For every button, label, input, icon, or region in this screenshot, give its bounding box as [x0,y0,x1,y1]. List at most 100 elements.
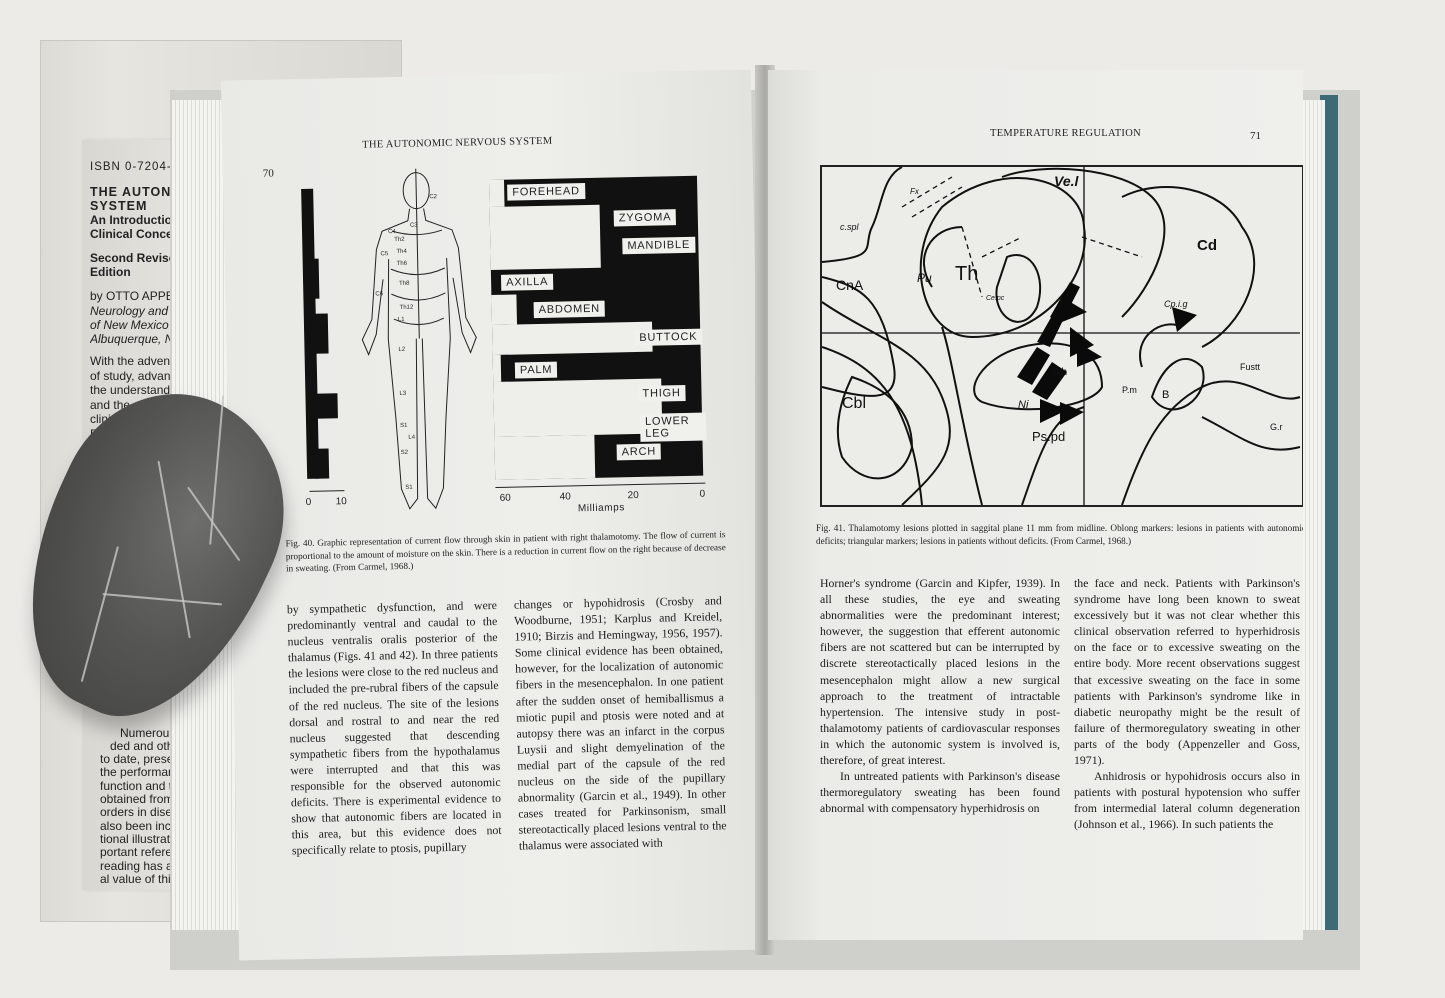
right-page-column-2: the face and neck. Patients with Parkins… [1074,575,1300,833]
chart-gap [492,354,502,383]
svg-text:S1: S1 [405,485,413,491]
right-page: TEMPERATURE REGULATION 71 [768,70,1303,940]
chart-gap [491,294,518,326]
tick-label: 60 [499,492,511,504]
label-c-spl: c.spl [840,222,859,232]
svg-text:L3: L3 [399,391,406,397]
running-head: THE AUTONOMIC NERVOUS SYSTEM [362,135,553,151]
jacket-affiliation-3: Albuquerque, Ne [90,332,181,346]
running-head: TEMPERATURE REGULATION [990,128,1141,139]
left-strip-bar [313,393,338,419]
svg-text:L2: L2 [398,347,405,353]
tick-label: 20 [627,489,639,502]
svg-text:Th4: Th4 [396,249,407,255]
jacket-isbn: ISBN 0-7204-0 [90,161,180,173]
blurb-line: also been incluc [100,818,187,833]
label-ni: Ni [1018,399,1029,411]
jacket-affiliation-1: Neurology and M [90,304,182,318]
stone-vein [158,460,191,639]
label-cna: CnA [836,277,864,293]
label-ve-l: Ve.l [1054,173,1079,189]
jacket-subtitle-1: An Introductio [90,213,172,227]
page-number: 71 [1250,130,1261,142]
blurb-line: to date, presenti [100,752,187,767]
paragraph: the face and neck. Patients with Parkins… [1074,576,1300,768]
blurb-line: function and the [100,778,186,793]
paragraph: by sympathetic dysfunction, and were pre… [286,597,502,858]
jacket-title-2: SYSTEM [90,199,148,213]
right-page-column-1: Horner's syndrome (Garcin and Kipfer, 19… [820,575,1060,816]
label-fustt: Fustt [1240,362,1261,372]
jacket-affiliation-2: of New Mexico [90,318,169,332]
svg-text:S2: S2 [401,450,409,456]
blurb-line: orders in disease [100,805,192,820]
milliamps-axis [495,482,706,488]
paragraph: Anhidrosis or hypohidrosis occurs also i… [1074,769,1300,832]
blurb-line: tional illustration [100,831,187,846]
chart-gap [492,321,653,356]
label-ce-pc: Ce.pc [986,295,1005,302]
blurb-line: of study, advanc [90,368,177,383]
label-fx: Fx [910,187,919,196]
blurb-line: the understanding [90,383,187,397]
label-p-m: P.m [1122,385,1137,395]
svg-text:Th6: Th6 [397,261,408,267]
chart-gap [489,204,601,271]
axis-title: Milliamps [577,502,626,515]
paragraph: In untreated patients with Parkinson's d… [820,769,1060,816]
region-label-axilla: AXILLA [500,273,554,291]
svg-text:Th12: Th12 [400,305,414,311]
blurb-line: reading has also [100,858,189,873]
label-cbl: Cbl [842,395,867,412]
svg-text:L4: L4 [408,435,415,441]
blurb-line: ded and oth [110,738,174,753]
label-ps-pd: Ps.pd [1032,429,1066,444]
label-sth: Sth [1052,367,1068,378]
svg-text:Th2: Th2 [394,237,405,243]
chart-gap [494,434,596,480]
figure-41: Ve.l Cd c.spl Fx Th Pu Ce.pc CnA Cp.i.g … [820,165,1303,507]
jacket-edition-1: Second Revisec [90,251,183,265]
svg-text:C3: C3 [410,223,418,229]
page-number: 70 [262,167,274,180]
paragraph: Horner's syndrome (Garcin and Kipfer, 19… [820,576,1060,768]
label-cp-i-g: Cp.i.g [1164,299,1188,309]
left-strip-bar [314,448,330,479]
svg-text:L1: L1 [398,317,405,323]
svg-text:C4: C4 [388,229,396,235]
left-strip-axis [309,490,345,492]
jacket-subtitle-2: Clinical Concep [90,227,181,241]
left-page: 70 THE AUTONOMIC NERVOUS SYSTEM 0 10 [220,69,770,961]
svg-text:C6: C6 [375,291,383,297]
blurb-line: obtained from e [100,792,184,807]
left-strip-bar [311,313,329,354]
blurb-line: portant referenc [100,845,185,860]
svg-text:Th8: Th8 [399,281,410,287]
svg-text:C5: C5 [380,251,388,257]
label-th: Th [955,263,979,285]
blurb-line: Numerou [120,725,170,740]
left-page-column-1: by sympathetic dysfunction, and were pre… [287,597,502,859]
figure-41-caption: Fig. 41. Thalamotomy lesions plotted in … [816,523,1303,546]
tick-label: 40 [559,491,571,503]
blurb-line: the performance [100,765,188,780]
jacket-title-1: THE AUTONOM [90,185,194,199]
figure-40-caption: Fig. 40. Graphic representation of curre… [285,529,726,574]
label-pu: Pu [917,271,932,285]
jacket-author: by OTTO APPEI [90,289,178,303]
region-label-abdomen: ABDOMEN [533,300,606,319]
tick-label: 10 [335,496,347,508]
label-g-r: G.r [1270,422,1283,432]
left-strip-bar [310,258,320,299]
chart-gap [488,179,505,208]
stone-vein [81,546,119,682]
paragraph: changes or hypohidrosis (Crosby and Wood… [513,593,727,853]
stone-vein [102,593,223,605]
region-label-zygoma: ZYGOMA [613,209,677,227]
svg-text:C2: C2 [429,194,437,200]
tick-label: 0 [305,496,312,508]
label-b: B [1162,389,1170,401]
region-label-buttock: BUTTOCK [634,328,703,347]
